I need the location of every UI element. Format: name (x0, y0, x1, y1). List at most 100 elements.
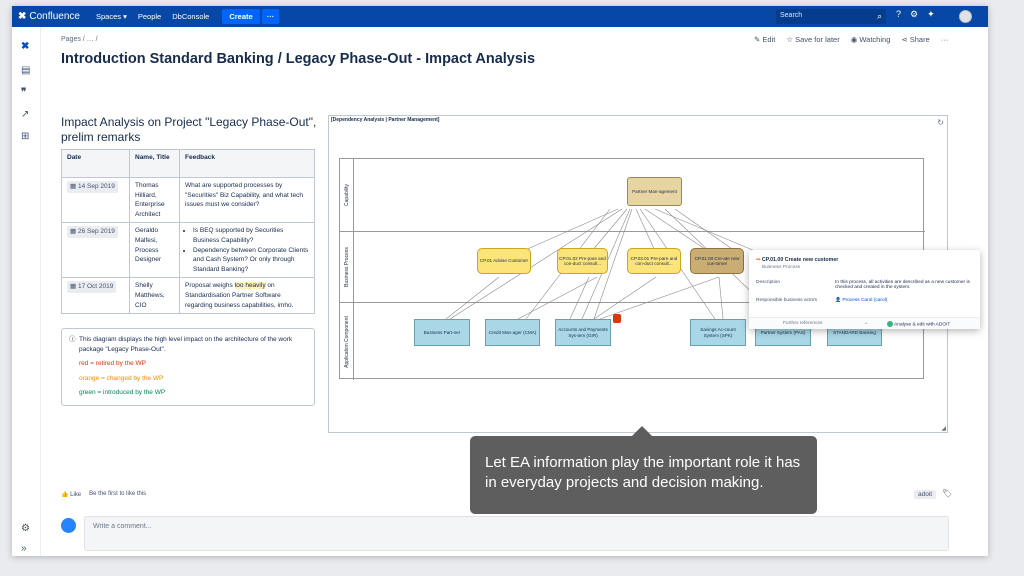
node-label: Credit Man-ager (CMA) (488, 329, 537, 335)
element-popup: ➡ CP.01.00 Create new customer Business … (749, 250, 980, 329)
date-chip[interactable]: ▦ 26 Sep 2019 (67, 226, 118, 238)
feedback-table: Date Name, Title Feedback ▦ 14 Sep 2019 … (61, 149, 315, 315)
lane-capability: Capability (340, 159, 925, 232)
thumbs-up-icon: 👍 (61, 492, 71, 498)
like-button[interactable]: 👍 Like (61, 491, 81, 498)
like-bar: 👍 Like Be the first to like this (61, 491, 146, 498)
legend-green: green = introduced by the WP (79, 389, 166, 396)
save-later-button[interactable]: ☆ Save for later (786, 35, 839, 44)
list-item: Is BEQ supported by Securities Business … (193, 226, 309, 245)
search-input[interactable]: Search ⌕ (776, 9, 886, 24)
table-row: ▦ 14 Sep 2019 Thomas Hilliard, Enterpris… (61, 176, 315, 224)
app-credit-manager[interactable]: Credit Man-ager (CMA) (485, 319, 540, 346)
diagram-title: [Dependency Analysis | Partner Managemen… (331, 117, 440, 123)
watching-button[interactable]: ◉ Watching (851, 35, 891, 44)
confluence-x-icon: ✖ (18, 11, 27, 22)
like-label: Like (70, 492, 82, 498)
further-references-dropdown[interactable]: Further references ⌄ (783, 321, 868, 326)
process-arrow-icon: ➡ (756, 257, 762, 263)
further-references-label: Further references (783, 321, 823, 326)
process-cp0301[interactable]: CP.03.01 Pre-pare and con-duct consult..… (627, 248, 681, 274)
node-label: Partner Man-agement (632, 188, 677, 194)
node-label: Savings Ac-count System (SPK) (700, 327, 736, 338)
header-feedback: Feedback (179, 149, 315, 178)
nav-people[interactable]: People (137, 12, 162, 21)
node-label: CP.01 Advise Customer (479, 258, 529, 264)
legend-red: red = retired by the WP (79, 360, 147, 367)
feedback-cell: Proposal weighs too heavily on Standardi… (179, 277, 315, 315)
quote-icon[interactable]: ❞ (21, 87, 27, 98)
resize-handle-icon[interactable]: ◢ (941, 426, 946, 432)
create-button[interactable]: Create (222, 9, 260, 24)
feedback-text: on Standardisation Partner Software rega… (185, 282, 294, 309)
share-button[interactable]: ⋖ Share (901, 35, 929, 44)
comment-input[interactable]: Write a comment... (84, 516, 949, 551)
date-chip[interactable]: ▦ 14 Sep 2019 (67, 181, 118, 193)
user-avatar[interactable] (959, 10, 972, 23)
tree-icon[interactable]: ⊞ (21, 131, 30, 142)
node-label: Business Part-ner (423, 329, 461, 335)
tag-icon[interactable]: 🏷 (942, 489, 953, 498)
help-icon[interactable]: ? (896, 9, 902, 19)
confluence-window: ✖Confluence Spaces ▾ People DbConsole Cr… (12, 6, 988, 556)
edit-label: Edit (762, 35, 776, 44)
more-actions-button[interactable]: ··· (940, 35, 949, 44)
share-icon: ⋖ (901, 35, 910, 44)
breadcrumb[interactable]: Pages / … / (61, 36, 98, 43)
process-advise-customer[interactable]: CP.01 Advise Customer (477, 248, 531, 274)
process-create-new-customer[interactable]: CP.01.00 Cre-ate new cus-tomer (690, 248, 744, 274)
share-label: Share (909, 35, 930, 44)
popup-actor-name: Process Carol (carol) (842, 298, 888, 303)
page-actions: ✎ Edit ☆ Save for later ◉ Watching ⋖ Sha… (754, 35, 948, 44)
lane-label: Capability (340, 159, 354, 231)
lane-label: Application Component (340, 303, 354, 380)
header-date: Date (61, 149, 130, 178)
date-chip[interactable]: ▦ 17 Oct 2019 (67, 281, 117, 293)
adoit-status-icon (887, 321, 893, 327)
app-savings-account[interactable]: Savings Ac-count System (SPK) (690, 319, 746, 346)
search-icon: ⌕ (876, 11, 882, 21)
popup-title-row: ➡ CP.01.00 Create new customer (756, 257, 838, 263)
capability-partner-management[interactable]: Partner Man-agement (627, 177, 682, 206)
top-icons: ? ⚙ ✦ (896, 9, 935, 20)
list-item: Dependency between Corporate Clients and… (193, 246, 309, 275)
pages-icon[interactable]: ▤ (21, 65, 31, 76)
name-cell: Shelly Matthews, CIO (129, 277, 180, 315)
watching-label: Watching (859, 35, 891, 44)
app-accounts-payments[interactable]: Accounts and Payments Sys-tem (GIR) (555, 319, 611, 346)
gear-icon[interactable]: ⚙ (910, 9, 919, 19)
label-chip[interactable]: adoit (914, 490, 937, 499)
edit-button[interactable]: ✎ Edit (754, 35, 775, 44)
chevron-down-icon: ⌄ (863, 321, 868, 326)
date-cell: ▦ 26 Sep 2019 (61, 222, 130, 279)
expand-sidebar-icon[interactable]: » (21, 543, 27, 554)
date-value: 17 Oct 2019 (77, 283, 114, 291)
feedback-text: Proposal weighs (185, 282, 235, 290)
refresh-icon[interactable]: ↻ (937, 118, 944, 127)
space-logo-icon[interactable]: ✖ (21, 41, 30, 52)
popup-actor-link[interactable]: 👤 Process Carol (carol) (835, 298, 975, 303)
nav-dbconsole[interactable]: DbConsole (172, 12, 210, 21)
app-business-partner[interactable]: Business Part-ner (414, 319, 470, 346)
comment-avatar (61, 518, 76, 533)
confluence-logo[interactable]: ✖Confluence (12, 11, 96, 22)
lane-application: Application Component (340, 303, 925, 380)
popup-footer: Further references ⌄ Analyse & edit with… (749, 317, 980, 329)
date-cell: ▦ 14 Sep 2019 (61, 176, 130, 224)
nav-spaces[interactable]: Spaces ▾ (96, 12, 127, 21)
create-more-button[interactable]: ··· (261, 9, 280, 24)
star-icon: ☆ (786, 35, 796, 44)
popup-actors-label: Responsible business actors (756, 298, 818, 303)
pencil-icon: ✎ (754, 35, 763, 44)
node-label: CP.03.01 Pre-pare and con-duct consult..… (630, 255, 678, 267)
external-link-icon[interactable]: ↗ (21, 109, 30, 120)
search-placeholder: Search (780, 12, 803, 19)
analyse-edit-link[interactable]: Analyse & edit with ADOIT (887, 321, 950, 327)
notification-icon[interactable]: ✦ (927, 9, 935, 19)
popup-desc-label: Description (756, 280, 780, 285)
process-cp0102[interactable]: CP.01.02 Pre-pare and con-duct consult..… (557, 248, 608, 274)
page-title: Introduction Standard Banking / Legacy P… (61, 51, 536, 67)
person-icon: 👤 (835, 298, 843, 303)
highlighted-text: too heavily (234, 282, 266, 290)
settings-icon[interactable]: ⚙ (21, 523, 30, 534)
